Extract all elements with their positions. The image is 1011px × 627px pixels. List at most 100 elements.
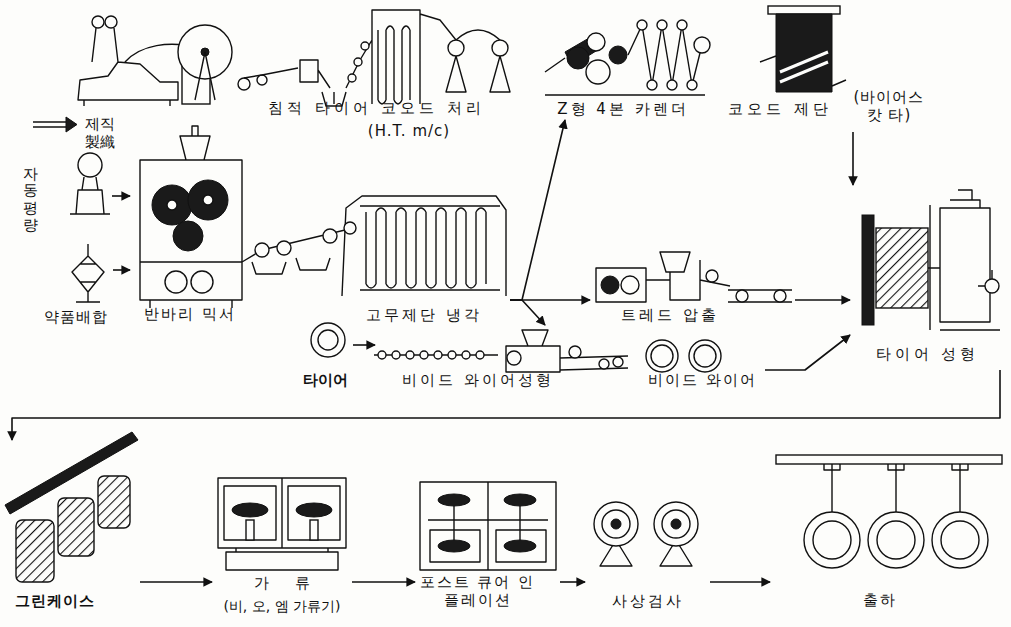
inspected-tire [602, 510, 630, 538]
rotor-hub [203, 195, 213, 205]
process-station: 고무제단 냉각 [338, 188, 510, 332]
post-cure-inflator [420, 482, 556, 570]
process-station: 비이드 와이어 [640, 335, 765, 393]
process-station: 침적 타이어 코오드 처리(H.T. m/c) [234, 8, 519, 143]
festoon-cooler [342, 196, 506, 296]
extruder-screw [601, 276, 619, 294]
guide-roller [354, 58, 362, 66]
station-label: Z형 4본 카렌더 [538, 100, 708, 118]
mill-roll [191, 271, 213, 293]
calender-roll [694, 37, 710, 53]
station-label: 출하 [845, 591, 915, 609]
curing-tire [232, 503, 268, 517]
process-station: 출하 [770, 450, 1005, 615]
bead-ring [694, 345, 716, 367]
winding-stand [446, 30, 510, 92]
inspected-tire [594, 502, 638, 546]
guide-roller [348, 74, 356, 82]
bead-ring [646, 340, 678, 372]
cutter-table [760, 56, 846, 86]
process-station: 자동평량 [22, 148, 112, 233]
bead-ring [651, 345, 673, 367]
station-label: 비이드 와이어성형 [383, 371, 573, 389]
conveyor-roller [323, 229, 337, 243]
press-post [310, 520, 318, 540]
wheel-hub [671, 519, 681, 529]
conveyor-roller [277, 241, 291, 255]
flow-arrow [852, 132, 854, 185]
station-label: (H.T. m/c) [344, 122, 474, 140]
shipped-tire [868, 512, 924, 568]
inflated-tire [504, 540, 536, 552]
process-station: 제직 製織 [72, 12, 232, 152]
scale-dial [78, 153, 102, 177]
process-station: 타이어 성형 [850, 185, 1005, 370]
station-label: 타이어 [298, 371, 353, 389]
process-station: 포스트 큐어 인플레이션 [415, 472, 560, 622]
process-station: 약품배합 [38, 240, 113, 332]
calender-roll [586, 60, 610, 84]
shipped-tire [804, 512, 860, 568]
flow-arrow [710, 581, 770, 583]
festoon-roller [637, 20, 697, 90]
compounding-hopper [72, 244, 104, 302]
process-station: 코오드 제단(바이어스 캇 타) [715, 4, 935, 132]
station-label: (비, 오, 엠 가류기) [212, 598, 352, 615]
station-label: 자동평량 [22, 156, 40, 224]
vulcanizer-press [218, 478, 346, 570]
flow-arrow [510, 299, 590, 301]
flow-arrow [765, 335, 850, 370]
tread-extruder [596, 252, 792, 302]
wheel-hub [611, 519, 621, 529]
conveyor-roller [736, 290, 748, 302]
flow-arrow [112, 195, 130, 197]
process-station: 반바리 믹서 [130, 122, 250, 332]
station-label: 사상검사 [595, 592, 700, 610]
shipped-tire [813, 521, 851, 559]
inspected-tire [662, 510, 690, 538]
flow-arrow [352, 581, 415, 583]
beam-stand [195, 52, 215, 100]
builder-plate [862, 215, 874, 325]
flow-arrow [113, 269, 130, 271]
process-station: 사상검사 [585, 485, 710, 615]
mill-roll [165, 271, 187, 293]
heat-treatment-tower [346, 10, 456, 104]
flow-arrow [560, 581, 585, 583]
wire-spool [378, 351, 484, 359]
flow-arrow [353, 344, 375, 346]
bead-extruder [506, 330, 628, 372]
input-arrow-head [66, 117, 77, 132]
conveyor-hanger [824, 464, 968, 512]
station-label: 반바리 믹서 [130, 305, 250, 323]
winding-roll [448, 40, 464, 56]
input-arrow [33, 122, 68, 127]
station-label: 타이어 성형 [850, 345, 1005, 363]
mixer-rotor [152, 185, 192, 225]
inflated-tire [438, 540, 470, 552]
station-label: 포스트 큐어 인플레이션 [415, 573, 540, 609]
green-tire [98, 476, 130, 528]
station-label: 비이드 와이어 [640, 371, 765, 389]
process-station: 비이드 와이어성형 [375, 325, 637, 393]
shipped-tire [941, 521, 979, 559]
green-tire [58, 498, 94, 556]
station-label: 가 류 [212, 574, 352, 592]
process-station: 그린케이스 [5, 440, 140, 620]
building-drum [876, 228, 928, 308]
station-label: 트레드 압출 [605, 306, 735, 324]
calender-roll [587, 33, 605, 51]
process-station: 가 류 (비, 오, 엠 가류기) [212, 470, 352, 622]
guide-roller [599, 359, 609, 369]
process-station: 타이어 [298, 318, 353, 393]
process-station: 트레드 압출 [590, 240, 795, 332]
mixer-rotor [173, 221, 203, 251]
guide-roller [706, 270, 718, 282]
process-station: Z형 4본 카렌더 [538, 8, 708, 120]
tire-ring [318, 330, 338, 350]
overhead-conveyor [776, 455, 1002, 464]
shipped-tire [877, 521, 915, 559]
